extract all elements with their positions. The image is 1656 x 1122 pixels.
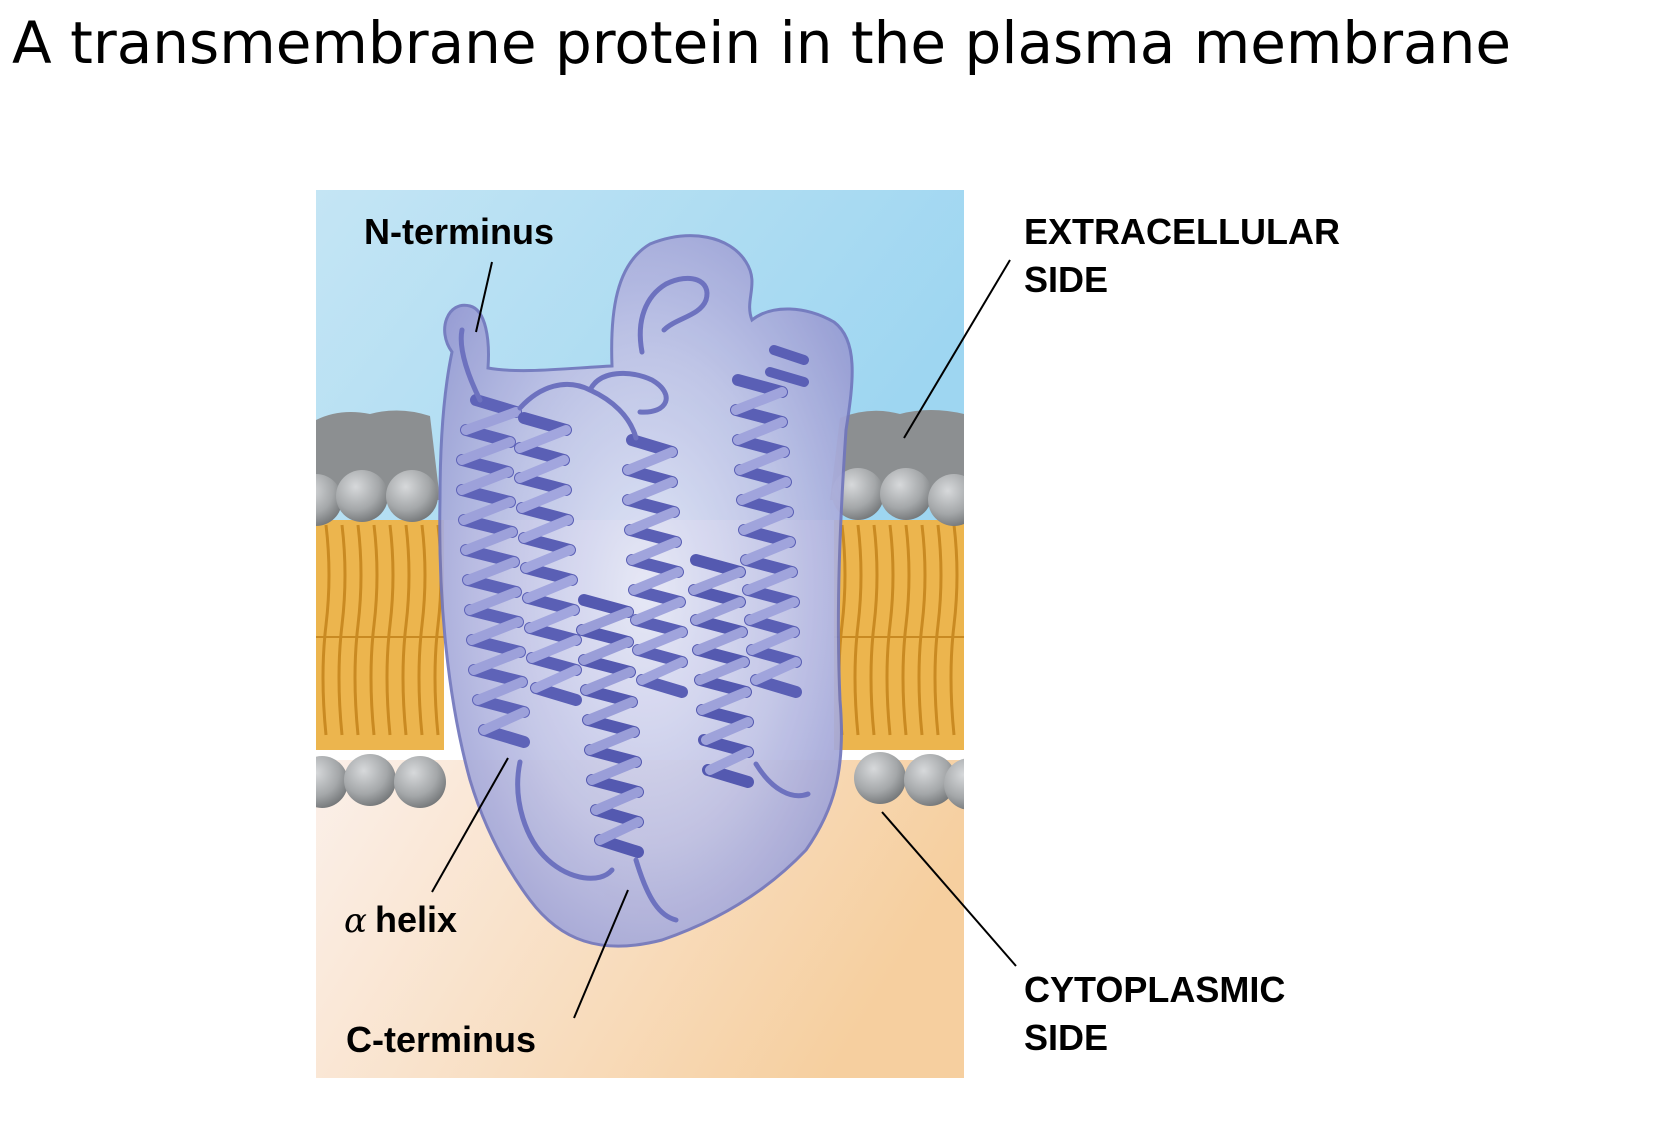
lipid-tail-stripes-right <box>837 524 959 736</box>
lipid-heads-outer <box>316 468 964 526</box>
lipid-heads-inner <box>316 752 964 810</box>
extracellular-line1: EXTRACELLULAR <box>1024 211 1340 252</box>
n-terminus-leader <box>475 261 493 333</box>
helix-word: helix <box>374 899 458 940</box>
n-terminus-label: N-terminus <box>364 211 555 252</box>
helix-7 <box>765 345 809 387</box>
helix-1 <box>456 394 530 748</box>
cytoplasmic-side-label: CYTOPLASMIC SIDE <box>1024 966 1285 1062</box>
helix-6 <box>730 374 802 698</box>
helix-2 <box>514 412 582 706</box>
alpha-symbol: α <box>344 901 367 941</box>
helix-4 <box>622 434 688 698</box>
c-terminus-leader <box>573 889 629 1019</box>
lipid-tail-stripes-left <box>321 524 443 736</box>
alpha-helices <box>456 275 811 923</box>
page-title: A transmembrane protein in the plasma me… <box>12 9 1512 77</box>
c-terminus-label: C-terminus <box>346 1019 537 1060</box>
extracellular-leader <box>903 259 1011 439</box>
lipid-tails-right <box>834 520 964 750</box>
helix-loops <box>458 275 811 923</box>
helix-3 <box>576 594 644 858</box>
leader-lines <box>431 259 1017 1019</box>
extracellular-line2: SIDE <box>1024 259 1109 300</box>
extracellular-side-label: EXTRACELLULAR SIDE <box>1024 208 1340 304</box>
lipid-bilayer <box>316 410 964 810</box>
cytoplasmic-line1: CYTOPLASMIC <box>1024 969 1286 1010</box>
cytoplasmic-leader <box>881 811 1017 967</box>
helix-5 <box>688 554 754 788</box>
lipid-tails-left <box>316 520 444 750</box>
cytoplasmic-line2: SIDE <box>1024 1017 1109 1058</box>
alpha-helix-leader <box>431 757 509 893</box>
